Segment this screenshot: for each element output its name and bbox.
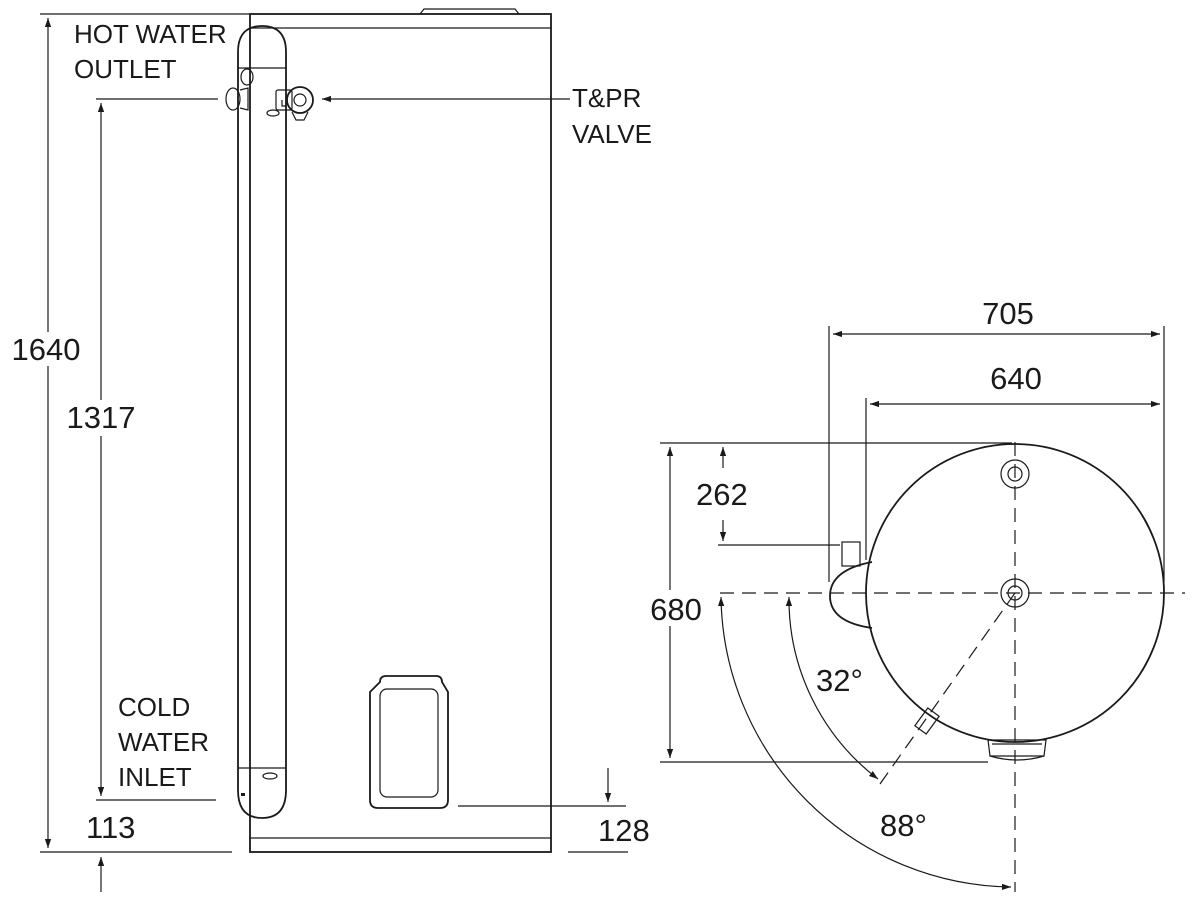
angle-32-label: 32° xyxy=(816,663,863,698)
dim-640: 640 xyxy=(990,361,1042,396)
dim-overall-height: 1640 xyxy=(6,13,250,853)
dim-inlet-height: 113 xyxy=(86,810,135,892)
dim-angle-32: 32° xyxy=(785,596,879,780)
tpr-valve xyxy=(275,86,314,121)
access-panel xyxy=(369,675,449,809)
plan-view: 705 640 680 262 32° xyxy=(636,296,1185,892)
callout-tpr-valve: T&PR VALVE xyxy=(322,83,652,149)
cold-water-inlet-label-line3: INLET xyxy=(118,762,192,792)
dim-113: 113 xyxy=(86,810,135,845)
dim-680: 680 xyxy=(650,592,702,627)
dim-angle-88: 88° xyxy=(717,596,1012,891)
dim-valve-offset: 262 xyxy=(696,447,840,546)
side-pipe xyxy=(237,25,287,819)
cold-water-inlet-label-line1: COLD xyxy=(118,692,190,722)
dim-overall-depth: 680 xyxy=(636,442,1012,763)
dim-1640: 1640 xyxy=(12,332,81,367)
dim-128: 128 xyxy=(598,813,650,848)
dim-access-panel-height: 128 xyxy=(458,768,650,853)
hot-water-outlet-label-line2: OUTLET xyxy=(74,54,177,84)
tank-body xyxy=(249,8,552,853)
front-elevation: 1640 1317 113 128 T&PR VALVE xyxy=(6,8,652,892)
dim-outlet-to-inlet: 1317 xyxy=(60,98,218,801)
dim-705: 705 xyxy=(982,296,1034,331)
hot-water-outlet-label-line1: HOT WATER xyxy=(74,19,227,49)
dim-262: 262 xyxy=(696,477,748,512)
cold-water-inlet-label-line2: WATER xyxy=(118,727,209,757)
tpr-valve-label-line1: T&PR xyxy=(572,83,641,113)
hot-water-outlet-fitting xyxy=(225,68,280,117)
tpr-valve-label-line2: VALVE xyxy=(572,119,652,149)
dim-body-diameter: 640 xyxy=(865,361,1160,560)
plan-bottom-fitting xyxy=(987,739,1047,761)
dim-overall-width: 705 xyxy=(828,296,1165,582)
dim-1317: 1317 xyxy=(67,400,136,435)
angle-88-label: 88° xyxy=(880,808,927,843)
